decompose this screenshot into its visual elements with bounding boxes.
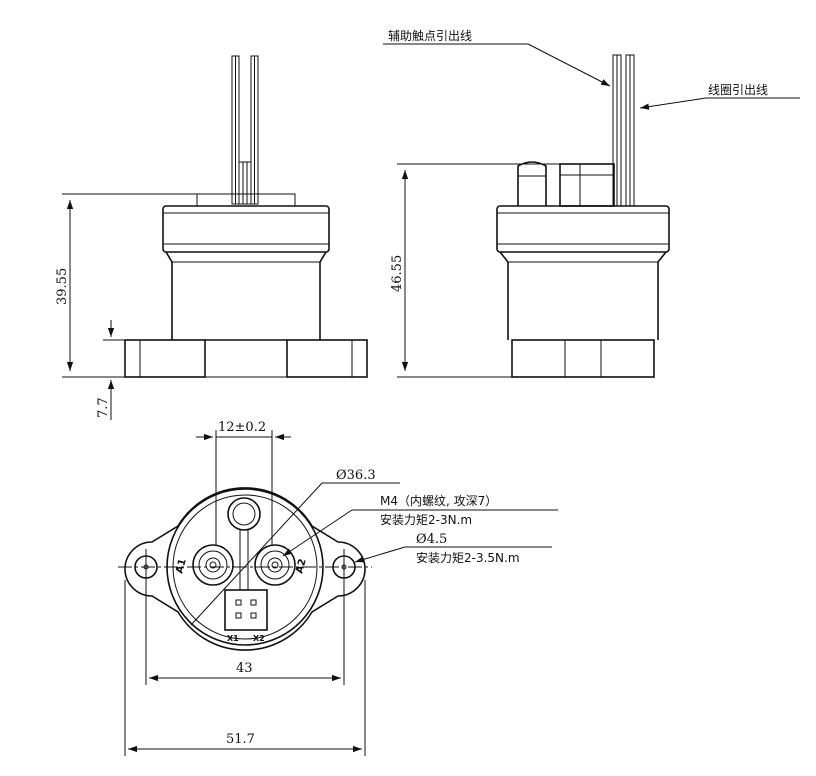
hole-spacing-value: 43 [236,661,253,676]
overall-width-value: 51.7 [226,732,255,747]
thread-spec-callout: M4（内螺纹, 攻深7） 安装力矩2-3N.m [282,494,558,557]
side-upper-body [496,205,670,253]
terminal-spacing-dimension: 12±0.2 [196,420,291,545]
thread-spec-value: M4（内螺纹, 攻深7） [380,494,497,508]
hole-diameter-value: Ø4.5 [416,532,447,547]
base-thickness-value: 7.7 [96,397,111,418]
front-base [124,339,368,378]
lead-channel [239,529,249,591]
hole-diameter-callout: Ø4.5 安装力矩2-3.5N.m [354,532,552,565]
plan-view: X1 X2 A1 A2 12±0.2 [118,420,558,756]
thread-torque-value: 安装力矩2-3N.m [380,512,472,527]
aux-lead-label: 辅助触点引出线 [388,29,472,43]
mounting-flange [124,487,366,651]
coil-lead-callout: 线圈引出线 [639,83,800,110]
side-height-dimension: 46.55 [390,163,560,378]
body-diameter-value: Ø36.3 [336,468,376,483]
aux-lead-callout: 辅助触点引出线 [383,29,611,87]
side-lower-body [499,251,667,340]
front-lead-wires [231,55,259,205]
terminal-spacing-value: 12±0.2 [218,420,266,435]
hole-spacing-dimension: 43 [145,585,345,685]
side-base [511,339,655,378]
hole-torque-value: 安装力矩2-3.5N.m [416,550,520,565]
front-view: 39.55 7.7 [55,55,368,420]
overall-width-dimension: 51.7 [124,580,366,756]
front-height-value: 39.55 [55,268,70,305]
terminal-a1 [192,544,234,586]
terminal-a1-label: A1 [174,558,188,575]
side-lead-wires [612,54,635,207]
terminal-x2-label: X2 [253,634,265,643]
body-diameter-callout: Ø36.3 [190,468,400,626]
terminal-x1-label: X1 [227,634,239,643]
aux-contact-block: X1 X2 [224,589,268,643]
terminal-a2-label: A2 [294,558,308,575]
front-upper-body [162,205,330,253]
top-boss [227,497,261,531]
terminal-a2 [254,544,296,586]
side-top-bosses [517,161,615,207]
side-view: 46.55 辅助触点引出线 线圈引出线 [383,29,800,378]
coil-lead-label: 线圈引出线 [708,83,768,97]
front-height-dimension: 39.55 [55,193,197,378]
side-height-value: 46.55 [390,255,405,292]
base-thickness-dimension: 7.7 [96,320,125,420]
front-lower-body [165,251,327,340]
